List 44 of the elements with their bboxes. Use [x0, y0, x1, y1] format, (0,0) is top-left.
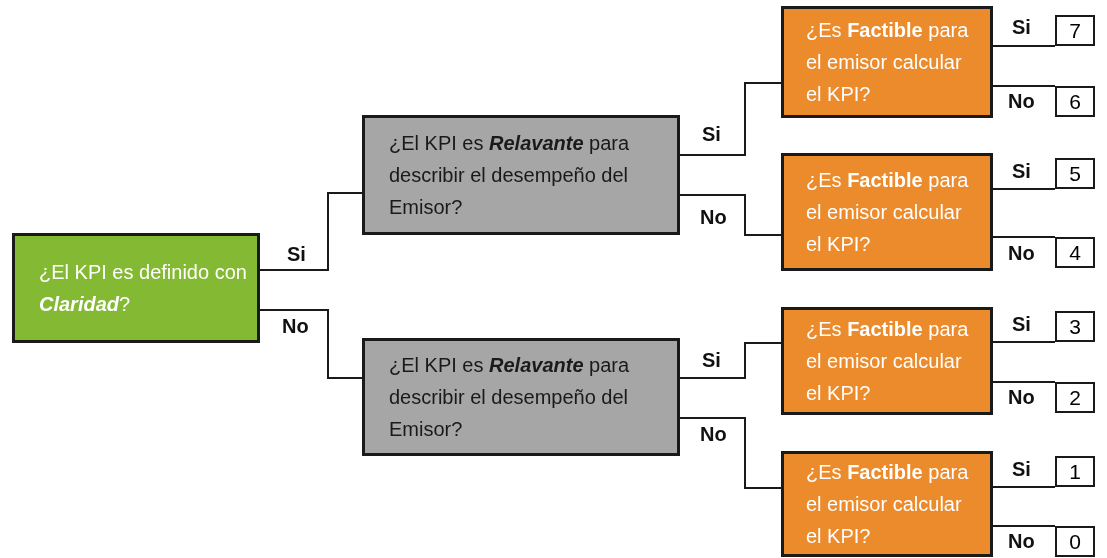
score-box [1055, 86, 1095, 117]
score-number: 6 [1069, 88, 1081, 115]
score-number: 4 [1069, 239, 1081, 266]
decision-box [781, 6, 993, 118]
score-box [1055, 382, 1095, 413]
connector-line [679, 82, 782, 156]
connector-line [992, 486, 1056, 488]
score-box [1055, 311, 1095, 342]
score-box [1055, 456, 1095, 487]
connector-line [992, 236, 1056, 238]
question-text: ¿Es Factible para el emisor calcular el KPI? [806, 168, 970, 257]
question-text: ¿Es Factible para el emisor calcular el KPI? [806, 317, 970, 406]
decision-box [12, 233, 260, 343]
score-number: 2 [1069, 384, 1081, 411]
score-box [1055, 237, 1095, 268]
connector-line [679, 417, 782, 489]
connector-line [992, 45, 1056, 47]
question-text: ¿El KPI es Relavante para describir el desempeño del Emisor? [389, 353, 631, 442]
decision-box [781, 307, 993, 415]
connector-line [259, 192, 363, 271]
question-text: ¿El KPI es definido con Claridad? [39, 260, 248, 317]
score-box [1055, 526, 1095, 557]
question-text: ¿Es Factible para el emisor calcular el KPI? [806, 18, 970, 107]
score-box [1055, 15, 1095, 46]
decision-box [362, 338, 680, 456]
decision-box [781, 153, 993, 271]
connector-line [679, 194, 782, 236]
connector-line [259, 309, 363, 379]
decision-box [362, 115, 680, 235]
score-number: 7 [1069, 17, 1081, 44]
score-number: 1 [1069, 458, 1081, 485]
connector-line [992, 381, 1056, 383]
question-text: ¿El KPI es Relavante para describir el desempeño del Emisor? [389, 131, 631, 220]
connector-line [992, 85, 1056, 87]
connector-line [679, 342, 782, 379]
score-number: 0 [1069, 528, 1081, 555]
decision-box [781, 451, 993, 557]
score-number: 5 [1069, 160, 1081, 187]
score-number: 3 [1069, 313, 1081, 340]
connector-line [992, 341, 1056, 343]
connector-line [992, 525, 1056, 527]
question-text: ¿Es Factible para el emisor calcular el KPI? [806, 460, 970, 549]
score-box [1055, 158, 1095, 189]
connector-line [992, 188, 1056, 190]
